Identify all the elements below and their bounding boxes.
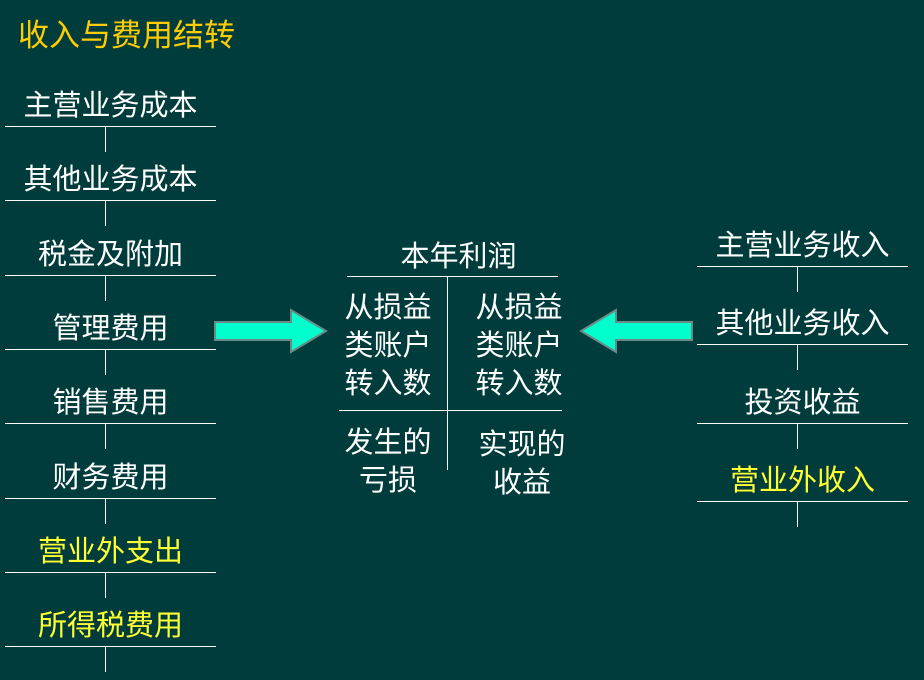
t-account-line [5, 646, 216, 648]
gain-text: 实现的 收益 [467, 425, 577, 501]
t-account-stem [105, 126, 106, 152]
profit-account-title: 本年利润 [400, 239, 517, 273]
arrow-left-icon [579, 308, 693, 354]
text-line: 亏损 [358, 463, 417, 497]
t-account-line [5, 126, 216, 127]
text-line: 类账户 [475, 328, 563, 362]
text-line: 实现的 [478, 427, 566, 461]
t-account-line [697, 266, 908, 267]
account-label: 其他业务收入 [715, 306, 890, 341]
text-line: 从损益 [475, 290, 563, 324]
account-label: 税金及附加 [37, 236, 183, 271]
t-account-line [5, 497, 216, 499]
account-label: 营业外收入 [729, 462, 875, 497]
t-account-line [5, 274, 216, 276]
t-account-line [5, 200, 216, 202]
t-account-center-line [447, 276, 448, 470]
account-label: 投资收益 [744, 384, 861, 419]
t-account-line [697, 344, 908, 346]
account-label: 财务费用 [52, 459, 169, 494]
text-line: 收益 [492, 465, 551, 499]
account-label: 销售费用 [52, 385, 169, 420]
debit-transfer-text: 从损益 类账户 转入数 [333, 288, 443, 402]
t-account-stem [105, 497, 106, 524]
text-line: 转入数 [475, 366, 563, 400]
t-account-stem [797, 500, 798, 527]
account-label: 管理费用 [52, 310, 169, 345]
text-line: 转入数 [344, 366, 432, 400]
t-account-stem [105, 348, 106, 375]
slide-title: 收入与费用结转 [18, 18, 235, 54]
t-account-line [697, 422, 908, 424]
t-account-stem [797, 422, 798, 449]
account-label: 主营业务收入 [715, 228, 890, 262]
t-account-stem [797, 344, 798, 371]
t-account-stem [105, 274, 106, 301]
t-account-middle-line [339, 410, 562, 411]
credit-transfer-text: 从损益 类账户 转入数 [464, 288, 574, 402]
account-label: 所得税费用 [37, 608, 183, 643]
text-line: 类账户 [344, 328, 432, 362]
account-label: 营业外支出 [37, 533, 183, 568]
arrow-right-icon [214, 308, 328, 354]
t-account-line [5, 423, 216, 425]
t-account-line [697, 500, 908, 502]
t-account-stem [105, 423, 106, 450]
loss-text: 发生的 亏损 [333, 423, 443, 499]
account-label: 其他业务成本 [23, 162, 198, 197]
text-line: 从损益 [344, 290, 432, 324]
t-account-stem [105, 200, 106, 227]
t-account-line [5, 571, 216, 573]
t-account-stem [105, 646, 106, 673]
account-label: 主营业务成本 [23, 88, 198, 122]
t-account-stem [105, 571, 106, 598]
t-account-top-line [347, 276, 558, 277]
text-line: 发生的 [344, 425, 432, 459]
t-account-stem [797, 266, 798, 292]
t-account-line [5, 348, 216, 350]
